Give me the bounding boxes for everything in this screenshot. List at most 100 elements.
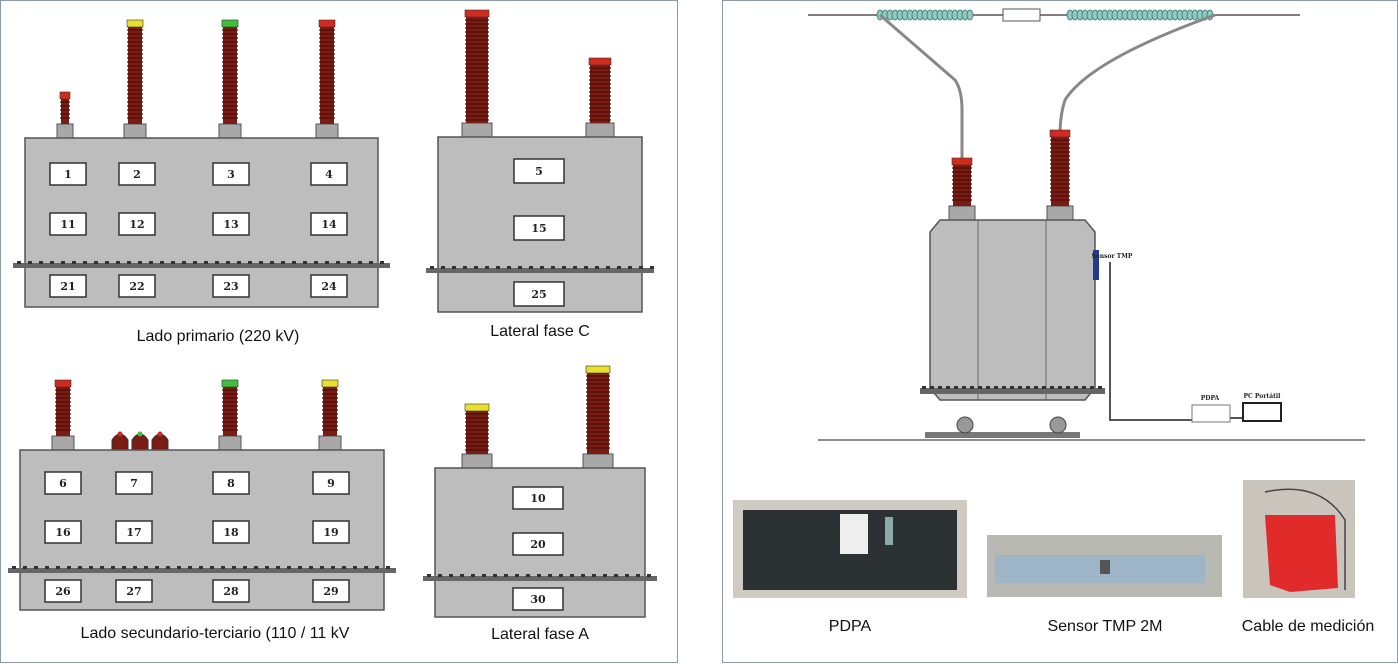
photo-caption-pdpa: PDPA: [829, 618, 872, 635]
bolt: [628, 266, 632, 269]
bolt: [1018, 386, 1022, 389]
bushing-insulator: [61, 98, 69, 124]
bolt: [347, 261, 351, 264]
bolt: [243, 566, 247, 569]
ground-bar: [426, 268, 654, 273]
caption-lateral-a: Lateral fase A: [491, 626, 589, 643]
bolt: [559, 574, 563, 577]
pc-portatil: [1242, 402, 1282, 422]
line-trap: [1002, 8, 1041, 22]
bolt: [248, 261, 252, 264]
sensor-box: [118, 274, 156, 298]
bolt: [636, 574, 640, 577]
bolt: [1002, 386, 1006, 389]
bolt: [551, 266, 555, 269]
wheel: [1049, 416, 1067, 434]
sensor-box: [212, 212, 250, 236]
bolt: [12, 566, 16, 569]
tertiary-cap: [137, 431, 143, 437]
bushing: [123, 19, 147, 139]
bolt: [430, 266, 434, 269]
sensor-box: [212, 274, 250, 298]
bolt: [581, 574, 585, 577]
bushing: [56, 91, 74, 139]
bushing: [582, 365, 614, 469]
sensor-number: 24: [321, 280, 337, 293]
sensor-box: [513, 281, 565, 307]
ground-bar: [920, 388, 1105, 394]
bolt: [331, 566, 335, 569]
ground-bar: [13, 263, 390, 268]
bolt: [1026, 386, 1030, 389]
bolt: [1050, 386, 1054, 389]
pdpa-device: [1191, 404, 1231, 423]
bolt: [438, 574, 442, 577]
sensor-box: [49, 162, 87, 186]
bolt: [507, 266, 511, 269]
sensor-number: 19: [323, 526, 338, 539]
bolt: [254, 566, 258, 569]
bolt: [603, 574, 607, 577]
bolt: [427, 574, 431, 577]
bolt: [647, 574, 651, 577]
bolt: [309, 566, 313, 569]
bolt: [537, 574, 541, 577]
bolt: [562, 266, 566, 269]
signal-cable: [1109, 262, 1192, 421]
bolt: [89, 566, 93, 569]
sensor-number: 28: [223, 585, 239, 598]
bolt: [215, 261, 219, 264]
bushing-base: [318, 435, 342, 451]
sensor-box: [115, 520, 153, 544]
cable-wire: [1264, 488, 1346, 590]
bolt: [986, 386, 990, 389]
sensor-number: 8: [227, 477, 235, 490]
bushing-cap: [126, 19, 144, 28]
bolt: [78, 566, 82, 569]
bolt: [460, 574, 464, 577]
tertiary-cap: [157, 431, 163, 437]
bolt: [320, 566, 324, 569]
bolt: [298, 566, 302, 569]
bushing-cap: [54, 379, 72, 388]
bolt: [149, 261, 153, 264]
bolt: [526, 574, 530, 577]
sensor-number: 21: [60, 280, 75, 293]
sensor-number: 30: [530, 593, 546, 606]
bolt: [281, 261, 285, 264]
bolt: [1066, 386, 1070, 389]
bolt: [441, 266, 445, 269]
bolt: [72, 261, 76, 264]
sensor-number: 12: [129, 218, 144, 231]
sensor-number: 7: [130, 477, 138, 490]
bushing-base: [218, 435, 242, 451]
bolt: [518, 266, 522, 269]
bushing-base: [585, 122, 615, 138]
pdpa-label: PDPA: [1201, 395, 1220, 402]
sensor-number: 2: [133, 168, 141, 181]
sensor-number: 9: [327, 477, 335, 490]
bolt: [471, 574, 475, 577]
bushing-base: [218, 123, 242, 139]
cable-reel: [1265, 515, 1338, 592]
sensor-box: [310, 162, 348, 186]
bolt: [375, 566, 379, 569]
bolt: [540, 266, 544, 269]
sensor-box: [310, 212, 348, 236]
sensor-box: [44, 520, 82, 544]
sensor-number: 22: [129, 280, 144, 293]
sensor-number: 18: [223, 526, 239, 539]
bolt: [380, 261, 384, 264]
bolt: [529, 266, 533, 269]
sensor-number: 6: [59, 477, 67, 490]
bolt: [336, 261, 340, 264]
sensor-number: 26: [55, 585, 71, 598]
bushing-cap: [951, 157, 973, 166]
sensor-box: [212, 579, 250, 603]
bushing-cap: [588, 57, 612, 66]
bolt: [232, 566, 236, 569]
sensor-box: [512, 587, 564, 611]
bolt: [962, 386, 966, 389]
photo-caption-cable: Cable de medición: [1242, 618, 1375, 635]
bushing-insulator: [320, 26, 334, 124]
